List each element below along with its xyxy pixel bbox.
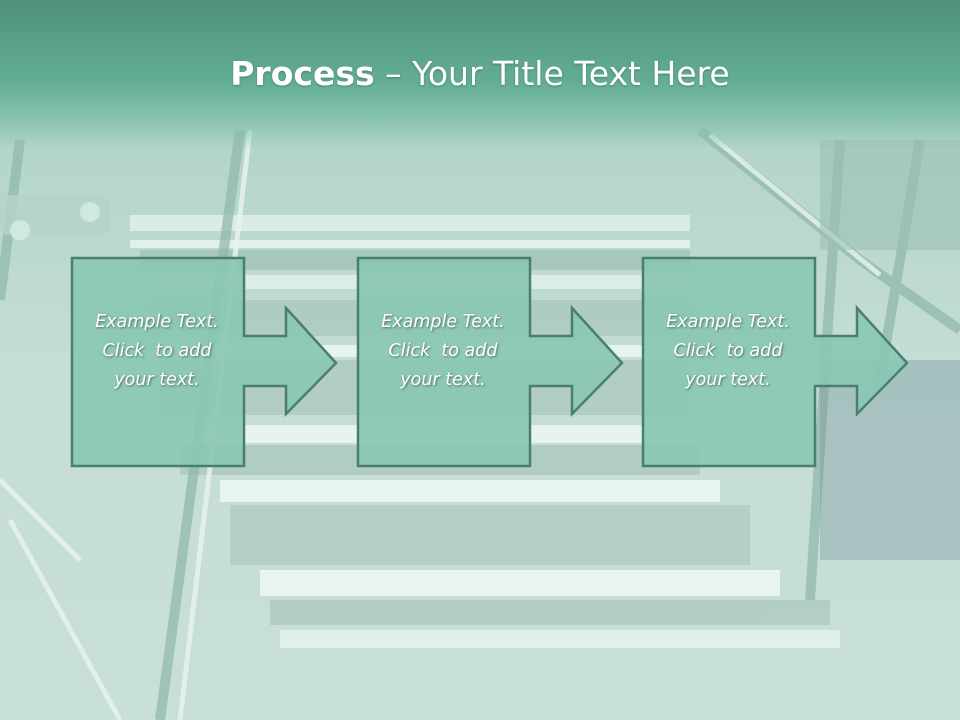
arrow-callout-shape-3 bbox=[641, 256, 909, 468]
step-1-text[interactable]: Example Text. Click to add your text. bbox=[70, 308, 244, 395]
process-step-1[interactable]: Example Text. Click to add your text. bbox=[70, 256, 370, 468]
step-1-line-2: Click to add bbox=[102, 341, 212, 361]
step-2-text[interactable]: Example Text. Click to add your text. bbox=[356, 308, 530, 395]
title-bold-text: Process bbox=[230, 54, 375, 93]
process-step-3[interactable]: Example Text. Click to add your text. bbox=[641, 256, 941, 468]
step-2-line-3: your text. bbox=[400, 370, 486, 390]
step-2-line-2: Click to add bbox=[388, 341, 498, 361]
step-1-line-3: your text. bbox=[114, 370, 200, 390]
arrow-callout-shape-1 bbox=[70, 256, 338, 468]
step-3-line-1: Example Text. bbox=[666, 312, 790, 332]
step-3-line-2: Click to add bbox=[673, 341, 783, 361]
step-2-line-1: Example Text. bbox=[381, 312, 505, 332]
arrow-callout-shape-2 bbox=[356, 256, 624, 468]
title-band bbox=[0, 0, 960, 150]
step-3-text[interactable]: Example Text. Click to add your text. bbox=[641, 308, 815, 395]
title-rest-text: – Your Title Text Here bbox=[374, 54, 730, 93]
slide-title[interactable]: Process – Your Title Text Here bbox=[0, 48, 960, 100]
step-3-line-3: your text. bbox=[685, 370, 771, 390]
process-step-2[interactable]: Example Text. Click to add your text. bbox=[356, 256, 656, 468]
step-1-line-1: Example Text. bbox=[95, 312, 219, 332]
